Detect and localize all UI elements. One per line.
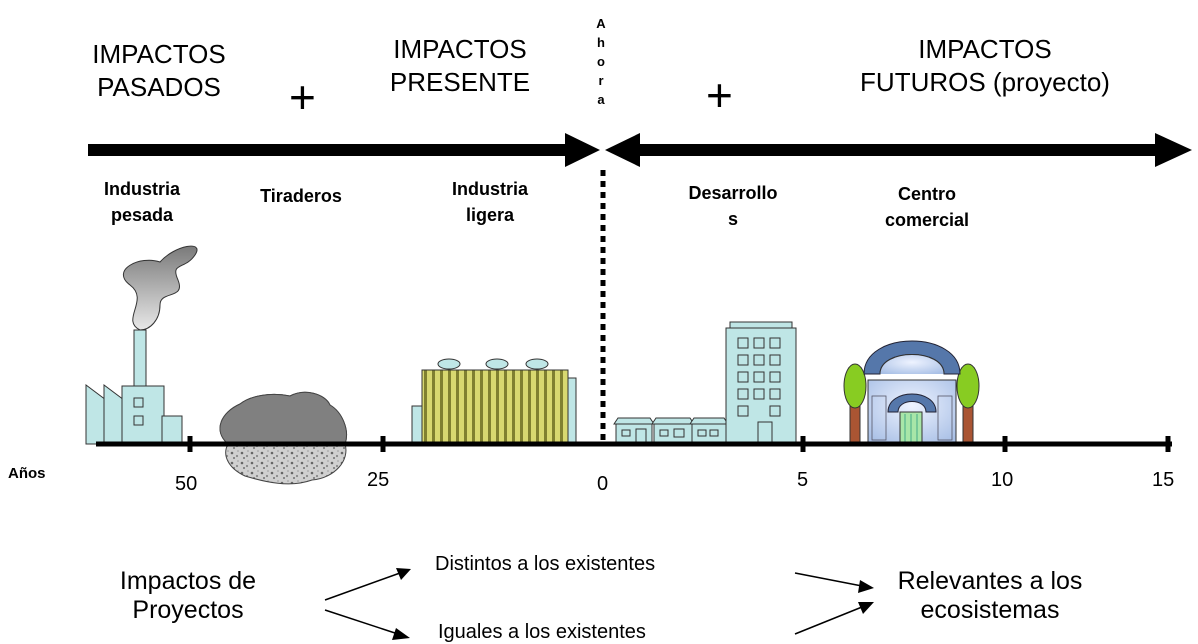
axis-title: Años: [8, 465, 46, 482]
header-future: IMPACTOS FUTUROS (proyecto): [860, 33, 1110, 99]
label-industria-ligera: Industria ligera: [425, 176, 555, 228]
flow-arrow-source-to-same: [324, 609, 410, 640]
label-tiraderos: Tiraderos: [260, 186, 342, 206]
tick-label: 5: [797, 469, 809, 491]
flow-arrow-same-to-relevant: [794, 602, 874, 635]
flow-arrow-distinct-to-relevant: [794, 572, 874, 593]
now-letter: h: [597, 35, 605, 50]
header-future-line1: IMPACTOS: [918, 34, 1052, 64]
label-line: s: [727, 209, 738, 229]
flow-source: Impactos de Proyectos: [88, 567, 288, 625]
heavy-industry-factory-icon: [85, 245, 198, 445]
future-arrow: [605, 133, 1192, 167]
tick-label: 50: [175, 473, 198, 495]
label-line: comercial: [884, 210, 970, 230]
tick-label: 25: [367, 469, 390, 491]
tick-label: 0: [597, 473, 609, 495]
label-line: Industria: [451, 179, 528, 199]
label-centro-comercial: Centro comercial: [862, 181, 992, 233]
flow-source-line: Proyectos: [132, 596, 244, 624]
header-present-line2: PRESENTE: [389, 67, 531, 97]
now-letter: o: [597, 54, 605, 69]
label-line: Industria: [103, 179, 180, 199]
tick-label: 10: [991, 469, 1014, 491]
plus-sign-left: +: [289, 71, 316, 123]
label-line: Desarrollo: [688, 183, 778, 203]
header-past-line2: PASADOS: [97, 72, 221, 102]
plus-sign-right: +: [706, 69, 733, 121]
header-present: IMPACTOS PRESENTE: [380, 33, 540, 99]
tick-label: 15: [1152, 469, 1175, 491]
now-letter: A: [596, 16, 606, 31]
label-industria-pesada: Industria pesada: [82, 176, 202, 228]
shopping-center-icon: [843, 340, 980, 445]
landfill-icon: [219, 391, 347, 485]
flow-target-line: Relevantes a los: [897, 567, 1083, 595]
flow-arrow-source-to-distinct: [324, 568, 411, 601]
label-line: pesada: [110, 205, 174, 225]
label-line: ligera: [465, 205, 515, 225]
flow-upper: Distintos a los existentes: [435, 553, 656, 575]
header-present-line1: IMPACTOS: [393, 34, 527, 64]
label-line: Centro: [898, 184, 956, 204]
now-label: A h o r a: [595, 14, 607, 109]
flow-lower: Iguales a los existentes: [438, 621, 646, 643]
flow-target: Relevantes a los ecosistemas: [870, 567, 1110, 625]
years-axis: [96, 436, 1172, 452]
header-past: IMPACTOS PASADOS: [84, 38, 234, 104]
header-future-line2: FUTUROS (proyecto): [860, 67, 1110, 97]
past-present-arrow: [88, 133, 600, 167]
housing-development-icon: [613, 321, 797, 445]
now-letter: r: [598, 73, 604, 88]
now-letter: a: [597, 92, 605, 107]
header-past-line1: IMPACTOS: [92, 39, 226, 69]
flow-source-line: Impactos de: [119, 567, 257, 595]
flow-target-line: ecosistemas: [920, 596, 1060, 624]
light-industry-building-icon: [411, 358, 577, 445]
label-desarrollos: Desarrollo s: [668, 180, 798, 232]
